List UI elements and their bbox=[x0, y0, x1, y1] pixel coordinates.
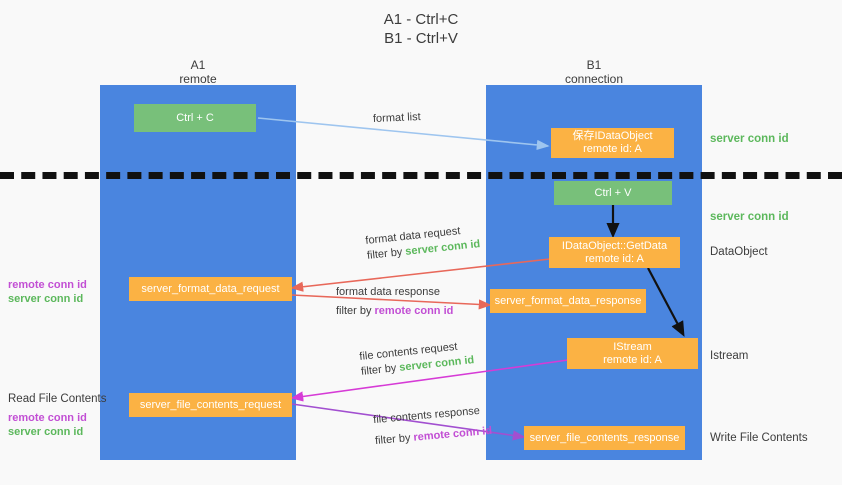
column-a1-name: A1 bbox=[190, 58, 206, 72]
box-server-format-data-request[interactable]: server_format_data_request bbox=[129, 277, 292, 301]
label-server-conn-id-top: server conn id bbox=[710, 133, 789, 145]
box-server-file-contents-response-label: server_file_contents_response bbox=[529, 431, 680, 444]
box-save-idataobject-line1: 保存IDataObject bbox=[572, 130, 653, 142]
edge-format-data-response-filter: filter by remote conn id bbox=[336, 304, 453, 319]
edge-label-format-data-response: format data response filter by remote co… bbox=[336, 285, 453, 319]
column-header-a1: A1 remote bbox=[100, 58, 296, 86]
box-idataobject-getdata-line2: remote id: A bbox=[585, 252, 644, 265]
box-idataobject-getdata-line1: IDataObject::GetData bbox=[561, 239, 668, 252]
arrow-file-contents-request bbox=[290, 359, 569, 402]
arrow-format-list bbox=[257, 117, 550, 151]
edge-file-contents-request-filter-prefix: filter by bbox=[360, 361, 400, 378]
box-server-file-contents-response[interactable]: server_file_contents_response bbox=[524, 426, 685, 450]
box-save-idataobject-line2: remote id: A bbox=[583, 143, 642, 155]
column-b1-name: B1 bbox=[586, 58, 602, 72]
box-server-file-contents-request[interactable]: server_file_contents_request bbox=[129, 393, 292, 417]
box-server-file-contents-request-label: server_file_contents_request bbox=[139, 398, 282, 411]
box-server-format-data-request-label: server_format_data_request bbox=[141, 282, 280, 295]
box-ctrl-v-label: Ctrl + V bbox=[594, 186, 632, 199]
box-save-idataobject[interactable]: 保存IDataObject remote id: A bbox=[551, 128, 674, 158]
edge-format-data-response-filter-prefix: filter by bbox=[336, 305, 375, 317]
box-ctrl-c[interactable]: Ctrl + C bbox=[134, 104, 256, 132]
label-dataobject: DataObject bbox=[710, 246, 768, 258]
column-header-b1: B1 connection bbox=[486, 58, 702, 86]
label-group-file-conn-ids: remote conn id server conn id bbox=[8, 411, 87, 439]
arrow-format-data-request bbox=[290, 258, 551, 292]
arrow-getdata-to-istream bbox=[647, 267, 685, 337]
label-read-file-contents: Read File Contents bbox=[8, 393, 107, 405]
box-ctrl-c-label: Ctrl + C bbox=[176, 111, 214, 124]
arrow-file-contents-response bbox=[291, 403, 526, 441]
box-istream[interactable]: IStream remote id: A bbox=[567, 338, 698, 369]
box-idataobject-getdata[interactable]: IDataObject::GetData remote id: A bbox=[549, 237, 680, 268]
label-istream: Istream bbox=[710, 350, 749, 362]
label-write-file-contents: Write File Contents bbox=[710, 432, 808, 444]
label-server-conn-id-mid: server conn id bbox=[710, 211, 789, 223]
title-line-1: A1 - Ctrl+C bbox=[383, 11, 459, 28]
title-line-2: B1 - Ctrl+V bbox=[384, 30, 458, 47]
label-remote-conn-id-1: remote conn id bbox=[8, 279, 87, 291]
box-istream-line2: remote id: A bbox=[603, 353, 662, 366]
label-server-conn-id-1: server conn id bbox=[8, 293, 84, 305]
label-server-conn-id-2: server conn id bbox=[8, 426, 84, 438]
column-a1-sub: remote bbox=[179, 72, 217, 86]
edge-label-format-list: format list bbox=[372, 110, 421, 126]
edge-format-data-request-filter-prefix: filter by bbox=[366, 245, 406, 262]
box-server-format-data-response-label: server_format_data_response bbox=[494, 294, 642, 307]
diagram-title: A1 - Ctrl+C B1 - Ctrl+V bbox=[0, 10, 842, 48]
label-remote-conn-id-2: remote conn id bbox=[8, 412, 87, 424]
column-b1-sub: connection bbox=[564, 72, 624, 86]
edge-format-data-response-filter-value: remote conn id bbox=[374, 305, 454, 317]
divider-dashed-line bbox=[0, 172, 842, 179]
box-server-format-data-response[interactable]: server_format_data_response bbox=[490, 289, 646, 313]
edge-format-data-response-title: format data response bbox=[336, 286, 440, 298]
label-group-format-conn-ids: remote conn id server conn id bbox=[8, 278, 87, 306]
box-istream-line1: IStream bbox=[613, 340, 652, 353]
arrow-format-data-response bbox=[291, 294, 492, 310]
box-ctrl-v[interactable]: Ctrl + V bbox=[554, 181, 672, 205]
edge-file-contents-response-filter-prefix: filter by bbox=[374, 431, 414, 448]
